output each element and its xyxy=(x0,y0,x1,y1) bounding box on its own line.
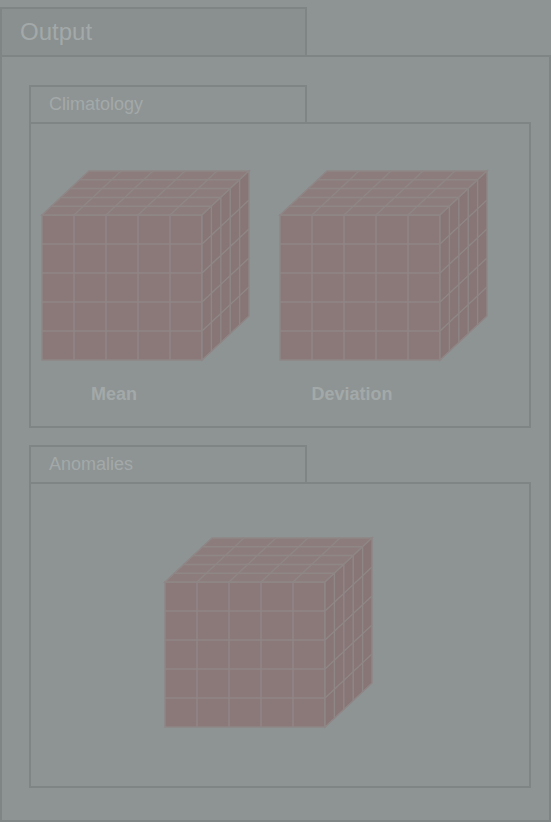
panel-tab: Climatology xyxy=(29,85,307,124)
deviation-cube: Deviation xyxy=(277,165,492,410)
climatology-panel: ClimatologyMean Deviation xyxy=(29,85,531,428)
cube-label: Deviation xyxy=(277,384,427,405)
panel-heading: Output xyxy=(20,18,92,46)
panel-heading: Anomalies xyxy=(49,454,133,475)
anomalies-panel: Anomalies xyxy=(29,445,531,788)
cube-label: Mean xyxy=(39,384,189,405)
panel-heading: Climatology xyxy=(49,94,143,115)
panel-tab: Anomalies xyxy=(29,445,307,484)
output-panel: OutputClimatologyMean DeviationAnomalies xyxy=(0,7,551,822)
mean-cube: Mean xyxy=(39,165,254,410)
data-cube xyxy=(39,165,40,166)
data-cube xyxy=(277,165,278,166)
data-cube xyxy=(29,445,30,446)
panel-tab: Output xyxy=(0,7,307,57)
